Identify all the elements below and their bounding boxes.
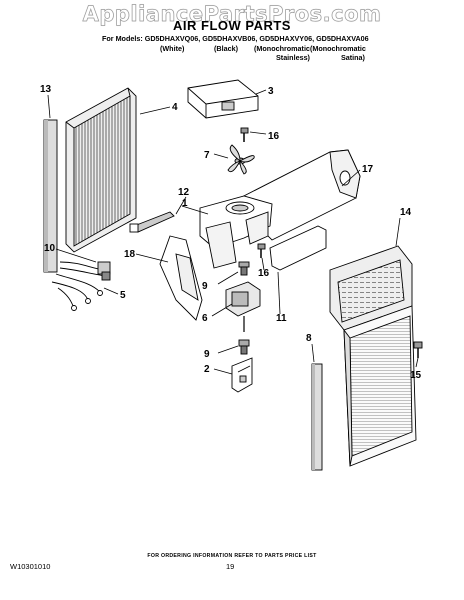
part-6-fan-motor (225, 281, 261, 332)
callout-9-upper: 9 (202, 281, 208, 292)
part-2-motor-bracket (231, 357, 253, 393)
part-16-screw-lower (257, 243, 266, 258)
part-7-fan-blade (227, 144, 255, 175)
callout-10: 10 (44, 243, 56, 254)
variant-line1: (Monochromatic (254, 44, 310, 53)
ordering-note: FOR ORDERING INFORMATION REFER TO PARTS … (147, 553, 317, 559)
part-4-evaporator-cover (65, 87, 137, 253)
variant-line2: Satina) (340, 53, 365, 62)
page-number: 19 (226, 562, 235, 571)
callout-3: 3 (268, 86, 274, 97)
variant-black: (Black) (214, 44, 238, 53)
callout-18: 18 (124, 249, 136, 260)
models-line: For Models: GD5DHAXVQ06, GD5DHAXVB06, GD… (102, 34, 369, 43)
variant-line2: Stainless) (276, 53, 310, 62)
callout-4: 4 (172, 102, 178, 113)
variant-mono-satina: (Monochromatic Satina) (310, 44, 366, 62)
callout-17: 17 (362, 164, 374, 175)
part-18-side-baffle (159, 235, 203, 321)
callout-11: 11 (276, 313, 287, 324)
part-1-fan-shroud (199, 195, 273, 269)
callout-16-lower: 16 (258, 268, 270, 279)
callout-5: 5 (120, 290, 126, 301)
watermark-logo: AppliancePartsPros.com (82, 2, 382, 27)
leader-lines (47, 89, 419, 375)
callout-15: 15 (410, 370, 422, 381)
part-8-seal-strip (311, 363, 323, 471)
callout-1: 1 (182, 198, 188, 209)
variant-line1: (Black) (214, 44, 238, 53)
page-title: AIR FLOW PARTS (173, 18, 291, 33)
callout-6: 6 (202, 313, 208, 324)
variant-white: (White) (160, 44, 184, 53)
variant-mono-stainless: (Monochromatic Stainless) (254, 44, 310, 62)
document-number: W10301010 (10, 562, 51, 571)
part-9-grommet-upper (238, 261, 250, 276)
part-12-harness-clip (129, 211, 175, 233)
part-9-grommet-lower (238, 339, 250, 355)
part-3-top-duct (187, 79, 259, 119)
part-13-seal-strip (43, 119, 58, 273)
variant-line1: (Monochromatic (310, 44, 366, 53)
part-11-duct-plate (269, 225, 327, 271)
callout-12: 12 (178, 187, 190, 198)
part-16-screw-top (240, 127, 249, 142)
callout-13: 13 (40, 84, 52, 95)
callout-2: 2 (204, 364, 210, 375)
variant-line1: (White) (160, 44, 185, 53)
part-15-screw (413, 341, 423, 358)
callout-14: 14 (400, 207, 412, 218)
callout-16-top: 16 (268, 131, 280, 142)
callout-9-lower: 9 (204, 349, 210, 360)
part-14-air-duct-cover (329, 245, 417, 467)
callout-7: 7 (204, 150, 210, 161)
callout-8: 8 (306, 333, 312, 344)
part-10-wire-harness (51, 261, 111, 311)
